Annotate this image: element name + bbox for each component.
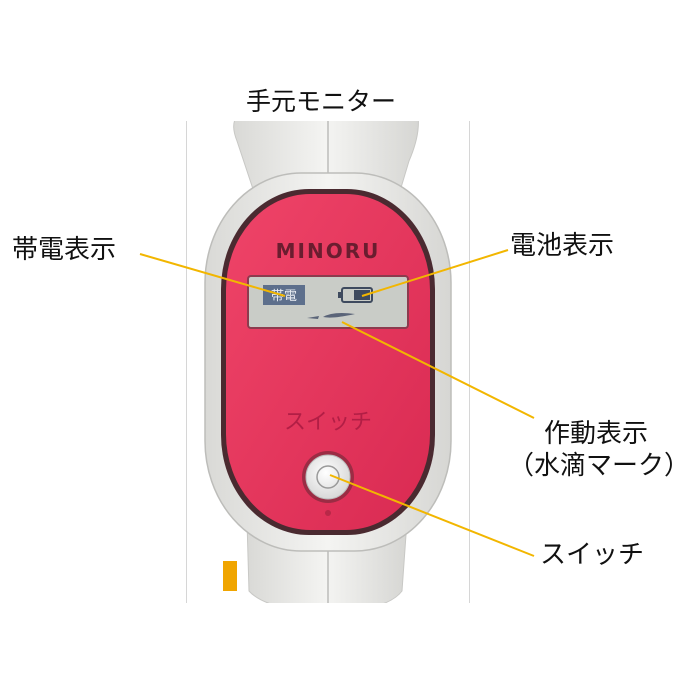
label-battery: 電池表示: [510, 231, 615, 261]
label-switch: スイッチ: [540, 540, 645, 570]
water-drop-icon: [307, 313, 355, 319]
brand-logo: MINORU: [276, 239, 381, 263]
switch-text: スイッチ: [284, 410, 372, 435]
device-photo: MINORU 帯電 スイッチ: [186, 121, 470, 603]
label-charge: 帯電表示: [12, 235, 117, 265]
lcd-charge-text: 帯電: [271, 289, 297, 304]
page-title: 手元モニター: [246, 87, 397, 116]
switch-button[interactable]: [302, 451, 354, 503]
indicator-led: [325, 510, 331, 516]
label-operation: 作動表示: [544, 419, 649, 449]
monitor-device: MINORU 帯電 スイッチ: [204, 121, 452, 603]
label-operation-sub: （水滴マーク）: [508, 451, 691, 481]
